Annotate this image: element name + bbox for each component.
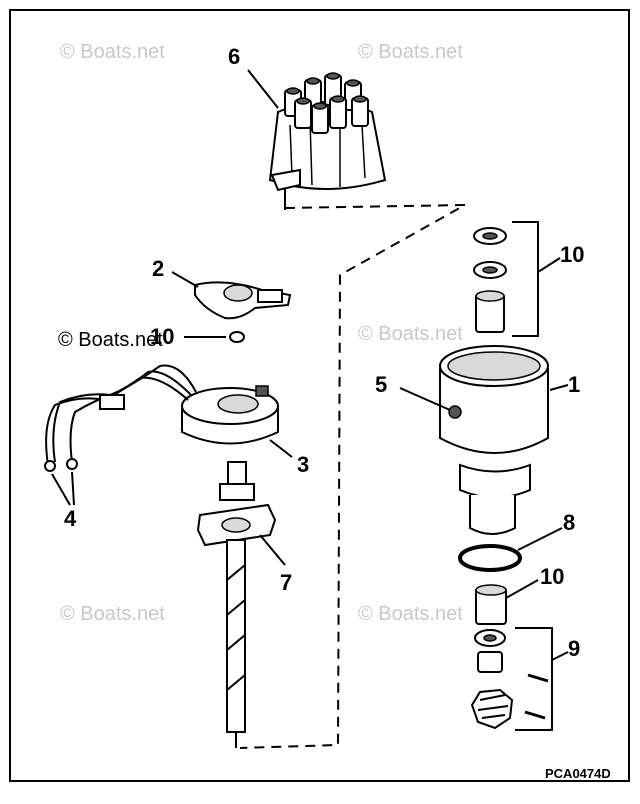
leader-line [71, 471, 75, 506]
leader-line [269, 439, 293, 458]
callout-7: 7 [280, 570, 292, 595]
leader-line [247, 69, 279, 109]
callout-2: 2 [152, 256, 164, 281]
callout-4: 4 [64, 506, 77, 531]
watermark: © Boats.net [60, 41, 165, 63]
o-ring [458, 544, 522, 572]
watermark: © Boats.net [358, 603, 463, 625]
watermark: © Boats.net [358, 323, 463, 345]
leader-line [549, 384, 569, 391]
watermark: © Boats.net [58, 329, 163, 351]
distributor-housing [439, 345, 549, 535]
leader-line [259, 534, 286, 566]
callout-10: 10 [560, 242, 584, 267]
leader-line [517, 527, 563, 551]
watermark: © Boats.net [358, 41, 463, 63]
callout-3: 3 [297, 452, 309, 477]
leader-line [551, 651, 569, 661]
leader-line [537, 257, 561, 273]
watermark: © Boats.net [60, 603, 165, 625]
assembly-dashed-line [239, 204, 466, 749]
leader-line [505, 579, 539, 599]
callout-10: 10 [540, 564, 564, 589]
lower-bushing [475, 584, 507, 625]
bracket [512, 221, 539, 337]
sensor-coil [181, 385, 279, 445]
callout-10: 10 [150, 324, 174, 349]
callout-5: 5 [375, 372, 387, 397]
bushing-set [473, 227, 507, 333]
callout-8: 8 [563, 510, 575, 535]
rotor [194, 281, 292, 320]
callout-1: 1 [568, 372, 580, 397]
leader-line [171, 271, 199, 288]
gear-set [470, 629, 549, 730]
retaining-clip [229, 331, 245, 343]
drawing-code: PCA0474D [545, 766, 611, 781]
distributor-cap [268, 72, 387, 210]
leader-line [399, 387, 451, 411]
callout-9: 9 [568, 636, 580, 661]
distributor-shaft [196, 461, 277, 748]
leader-line [51, 473, 71, 506]
diagram-frame [9, 9, 630, 782]
sensor-wires [44, 364, 197, 472]
callout-6: 6 [228, 44, 240, 69]
bracket [515, 627, 553, 731]
